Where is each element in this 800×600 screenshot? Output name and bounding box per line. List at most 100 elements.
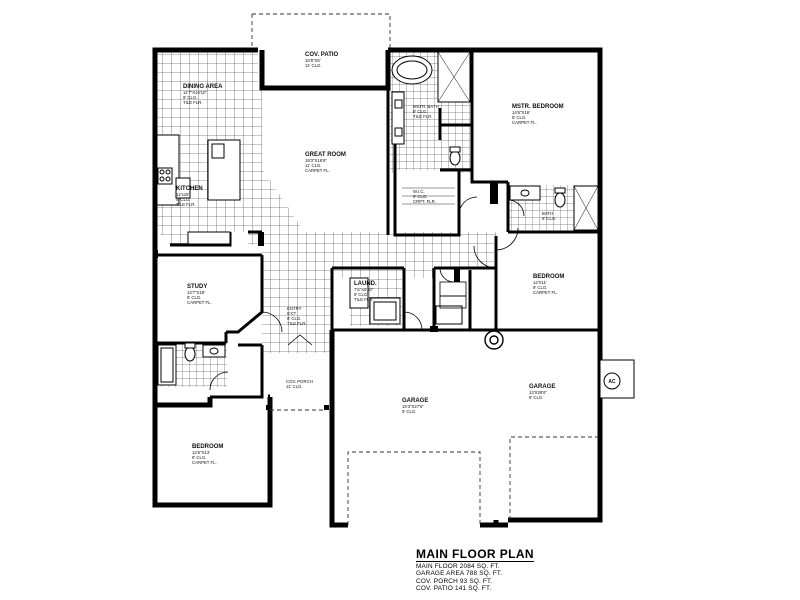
room-mstr-bath: MSTR. BATH 9' CLG. TILE FLR. xyxy=(413,104,439,119)
svg-text:GREAT ROOM: GREAT ROOM xyxy=(305,152,346,158)
svg-text:BATH: BATH xyxy=(542,211,553,216)
plan-summary: MAIN FLOOR PLAN MAIN FLOOR 2084 SQ. FT. … xyxy=(416,545,534,593)
garage-floor-right xyxy=(496,330,600,520)
svg-text:GARAGE: GARAGE xyxy=(529,384,555,390)
room-labels: COV. PATIO 16'8"X5' 11' CLG. DINING AREA… xyxy=(176,52,564,465)
wall-blocks xyxy=(153,182,498,332)
tile-hall-lower xyxy=(332,268,434,278)
carpet-study xyxy=(157,255,260,343)
garage-doors xyxy=(347,436,598,525)
kitchen-fixtures xyxy=(156,134,241,245)
room-garage-right: GARAGE 13'X28'6" 9' CLG. xyxy=(529,384,555,400)
svg-text:TILE FLR.: TILE FLR. xyxy=(183,100,203,105)
svg-text:CARPET FL.: CARPET FL. xyxy=(533,290,558,295)
cov-patio-outline xyxy=(251,13,391,50)
room-bath2: BATH 9' CLG. xyxy=(542,211,556,221)
room-great-room: GREAT ROOM 19'3"X16'6" 11' CLG. CARPET F… xyxy=(305,152,346,173)
svg-text:12'x15': 12'x15' xyxy=(176,192,190,197)
svg-text:KITCHEN: KITCHEN xyxy=(176,186,203,192)
laundry-fixtures xyxy=(349,277,463,325)
svg-text:9' CLG.: 9' CLG. xyxy=(402,409,416,414)
room-bedroom-right: BEDROOM 12'X11' 9' CLG. CARPET FL. xyxy=(533,274,564,295)
ac-unit xyxy=(599,359,635,399)
bath2-fixtures xyxy=(509,185,599,231)
svg-text:16'8"X5': 16'8"X5' xyxy=(305,58,321,63)
svg-text:11'7"X16'10": 11'7"X16'10" xyxy=(183,90,207,95)
svg-text:DINING AREA: DINING AREA xyxy=(183,84,223,90)
svg-text:TILE FLR.: TILE FLR. xyxy=(413,114,433,119)
svg-text:W.I.C.: W.I.C. xyxy=(413,189,425,194)
garage-floor-left xyxy=(332,330,508,525)
master-bath-fixtures xyxy=(391,51,471,205)
room-garage-left: GARAGE 19'3"X27'6" 9' CLG. xyxy=(402,398,428,414)
svg-text:TILE FLR.: TILE FLR. xyxy=(287,321,307,326)
svg-text:9' CLG.: 9' CLG. xyxy=(533,285,547,290)
svg-text:9' CLG.: 9' CLG. xyxy=(413,194,427,199)
svg-text:19'3"X16'6": 19'3"X16'6" xyxy=(305,158,327,163)
tile-dining-kitchen xyxy=(155,50,332,245)
room-wic: W.I.C. 9' CLG. CRPT. FLR. xyxy=(413,189,436,204)
svg-text:9' CLG.: 9' CLG. xyxy=(287,316,301,321)
svg-text:BEDROOM: BEDROOM xyxy=(533,274,564,280)
room-laund: LAUND. 7'6"X9'10" 9' CLG. TILE FLR. xyxy=(354,281,377,302)
svg-text:7'6"X9'10": 7'6"X9'10" xyxy=(354,287,374,292)
svg-text:12'6"X13': 12'6"X13' xyxy=(192,450,210,455)
svg-text:14'6"X16': 14'6"X16' xyxy=(512,110,530,115)
svg-text:CRPT. FLR.: CRPT. FLR. xyxy=(413,199,436,204)
ac-label: AC xyxy=(608,379,616,385)
summary-cov-patio: COV. PATIO 141 SQ. FT. xyxy=(416,585,492,593)
svg-text:9' CLG.: 9' CLG. xyxy=(187,295,201,300)
svg-text:9' CLG.: 9' CLG. xyxy=(542,216,556,221)
summary-cov-porch: COV. PORCH 93 SQ. FT. xyxy=(416,577,493,585)
svg-text:LAUND.: LAUND. xyxy=(354,281,377,287)
svg-text:CARPET FL.: CARPET FL. xyxy=(305,168,330,173)
svg-text:13'7"X18': 13'7"X18' xyxy=(187,290,205,295)
carpet-areas xyxy=(155,50,600,525)
svg-text:11' CLG.: 11' CLG. xyxy=(305,163,322,168)
porch-posts xyxy=(266,405,329,410)
carpet-bedroom-right xyxy=(496,236,600,330)
svg-text:COV. PATIO: COV. PATIO xyxy=(305,52,339,58)
room-entry: ENTRY 5'X7' 9' CLG. TILE FLR. xyxy=(287,306,307,326)
svg-text:COV. PORCH: COV. PORCH xyxy=(286,379,313,384)
summary-garage-area: GARAGE AREA 788 SQ. FT. xyxy=(416,570,503,578)
pantry-counter xyxy=(187,231,231,245)
svg-text:9' CLG.: 9' CLG. xyxy=(512,115,526,120)
room-mstr-bedroom: MSTR. BEDROOM 14'6"X16' 9' CLG. CARPET F… xyxy=(512,104,564,125)
svg-text:12'X11': 12'X11' xyxy=(533,280,547,285)
carpet-wic xyxy=(395,170,459,232)
svg-text:11' CLG.: 11' CLG. xyxy=(305,63,322,68)
carpet-great-room xyxy=(262,88,388,232)
svg-text:MSTR. BATH: MSTR. BATH xyxy=(413,104,439,109)
room-cov-porch: COV. PORCH 11' CLG. xyxy=(286,379,313,389)
svg-text:9' CLG.: 9' CLG. xyxy=(529,395,543,400)
tile-hall xyxy=(262,232,496,268)
water-heater xyxy=(484,330,504,350)
svg-text:TILE FLR.: TILE FLR. xyxy=(176,202,196,207)
porch-floor xyxy=(268,362,330,420)
range xyxy=(157,167,173,185)
garage-steps xyxy=(439,281,467,309)
svg-text:11' CLG.: 11' CLG. xyxy=(286,384,303,389)
svg-text:9' CLG.: 9' CLG. xyxy=(183,95,197,100)
svg-text:9' CLG.: 9' CLG. xyxy=(192,455,206,460)
room-bedroom-left: BEDROOM 12'6"X13' 9' CLG. CARPET FL. xyxy=(192,444,223,465)
carpet-mstr-bedroom xyxy=(472,50,600,181)
svg-text:STUDY: STUDY xyxy=(187,284,207,290)
toilet-master xyxy=(449,150,461,166)
svg-text:9' CLG.: 9' CLG. xyxy=(176,197,190,202)
svg-text:9' CLG.: 9' CLG. xyxy=(354,292,368,297)
room-study: STUDY 13'7"X18' 9' CLG. CARPET FL. xyxy=(187,284,212,305)
svg-text:13'X28'6": 13'X28'6" xyxy=(529,390,547,395)
carpet-bedroom-left xyxy=(155,405,270,505)
svg-text:CARPET FL.: CARPET FL. xyxy=(187,300,212,305)
tile-entry xyxy=(262,268,332,353)
svg-text:5'X7': 5'X7' xyxy=(287,311,296,316)
svg-text:ENTRY: ENTRY xyxy=(287,306,302,311)
summary-main-floor: MAIN FLOOR 2084 SQ. FT. xyxy=(416,563,500,570)
svg-text:GARAGE: GARAGE xyxy=(402,398,428,404)
left-bath-fixtures xyxy=(157,342,226,386)
svg-text:MSTR. BEDROOM: MSTR. BEDROOM xyxy=(512,104,564,110)
bathtub xyxy=(391,55,433,85)
